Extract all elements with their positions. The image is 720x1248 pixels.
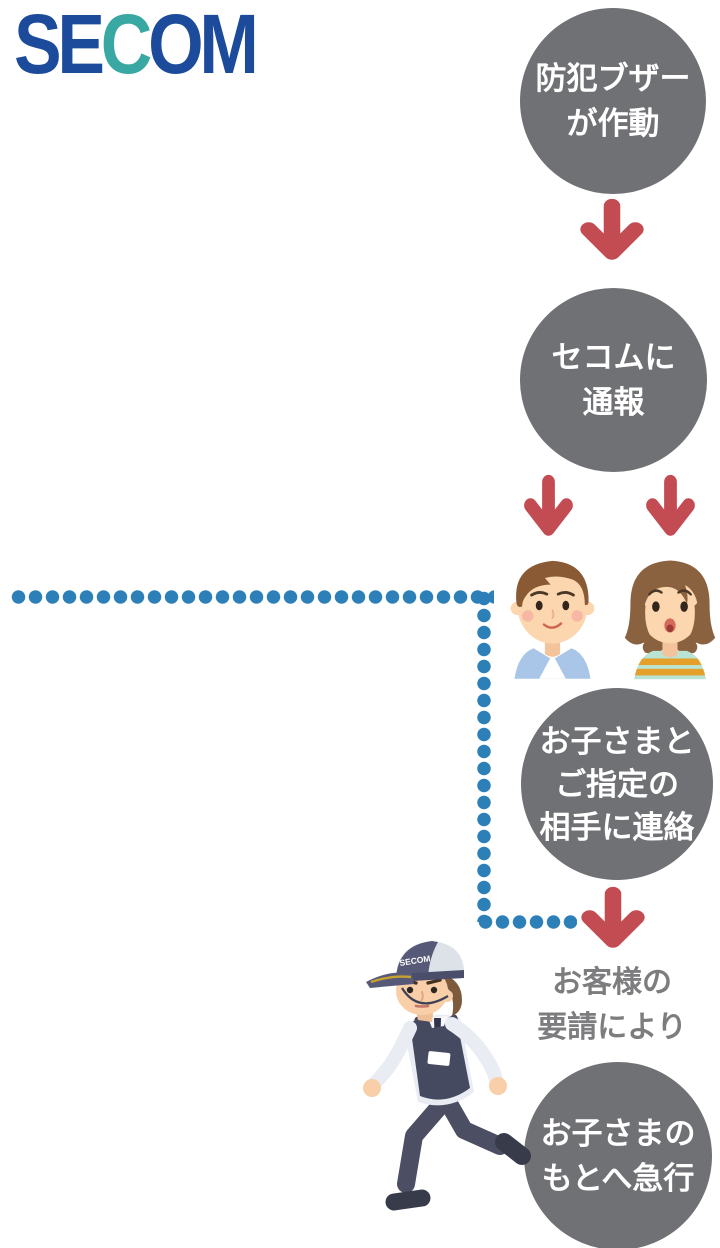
step1-line2: が作動: [566, 106, 660, 141]
note-text: お客様の 要請により: [512, 960, 712, 1050]
flow-step-2-circle: セコムに 通報: [520, 288, 707, 472]
mother-illustration: [624, 560, 716, 680]
flow-step-1-circle: 防犯ブザー が作動: [520, 8, 706, 194]
step4-line2: もとへ急行: [541, 1161, 695, 1196]
step3-line1: お子さまと: [539, 723, 695, 759]
guard-cap-label: SECOM: [399, 953, 431, 968]
step3-line2: ご指定の: [555, 766, 679, 802]
flow-step-4-circle: お子さまの もとへ急行: [524, 1062, 712, 1248]
down-arrow-icon: [581, 886, 645, 948]
note-line1: お客様の: [552, 966, 672, 999]
secom-logo: SECOM: [14, 2, 259, 86]
step4-line1: お子さまの: [540, 1116, 696, 1151]
logo-text-se: SE: [14, 0, 105, 91]
security-guard-illustration: SECOM: [363, 941, 531, 1211]
note-line2: 要請により: [537, 1011, 687, 1044]
down-arrow-icon: [580, 198, 644, 260]
flow-step-3-circle: お子さまと ご指定の 相手に連絡: [521, 688, 713, 880]
boy-illustration: [510, 560, 595, 679]
dotted-connector-bottom: [477, 915, 577, 929]
step3-line3: 相手に連絡: [539, 809, 695, 845]
down-arrow-right-icon: [646, 474, 695, 536]
step2-line1: セコムに: [551, 340, 676, 375]
down-arrow-left-icon: [524, 474, 573, 536]
logo-text-c: C: [100, 0, 153, 91]
dotted-connector-vertical: [477, 590, 491, 922]
step1-line1: 防犯ブザー: [535, 61, 691, 96]
logo-text-om: OM: [148, 0, 259, 91]
dotted-connector-horizontal: [10, 590, 494, 604]
step2-line2: 通報: [582, 385, 645, 420]
